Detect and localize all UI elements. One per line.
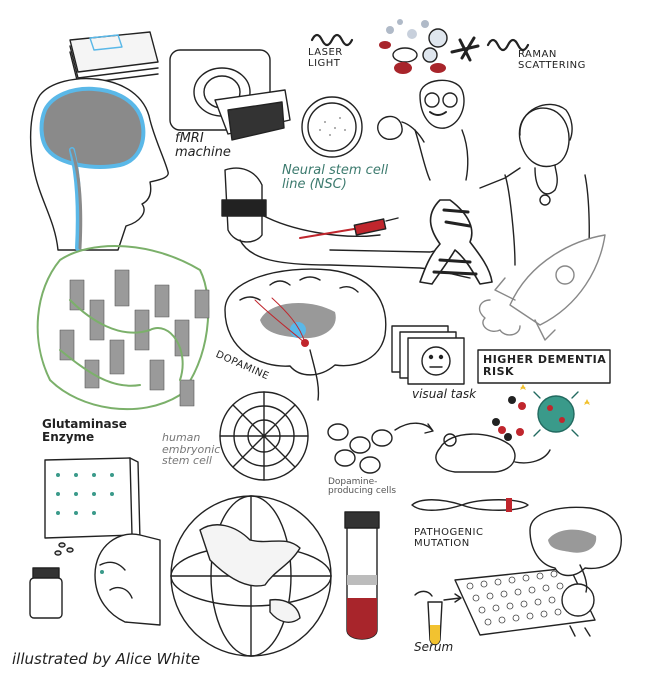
glutaminase-enzyme-label: Glutaminase Enzyme — [42, 417, 127, 444]
head-swab-icon — [94, 533, 161, 626]
globe-icon — [170, 495, 332, 657]
virus-icon — [533, 391, 579, 437]
dopamine-producing-cells-label: Dopamine- producing cells — [328, 477, 397, 497]
scattering-particles-icon — [379, 19, 480, 74]
visual-task-label: visual task — [412, 387, 477, 401]
human-embryonic-stem-cell-label: human embryonic stem cell — [162, 431, 221, 468]
microplate-icon — [454, 567, 596, 637]
pills-icon — [54, 542, 74, 556]
visual-task-cards-icon — [391, 325, 465, 385]
raman-scattering-label: RAMAN SCATTERING — [518, 49, 586, 71]
paper-stack-icon — [69, 31, 159, 85]
laser-wave-icon — [310, 33, 354, 47]
mouse-icon — [435, 433, 551, 473]
rocket-icon — [478, 234, 606, 341]
fmri-machine-icon — [169, 49, 291, 141]
serum-label: Serum — [414, 640, 454, 654]
illustrator-credit: illustrated by Alice White — [12, 650, 201, 668]
pathogenic-mutation-label: PATHOGENIC MUTATION — [414, 527, 484, 549]
brain-sagittal-icon — [224, 268, 387, 401]
blood-tube-icon — [344, 511, 380, 640]
doctor-icon — [479, 103, 590, 266]
blood-draw-arm-icon — [221, 167, 471, 279]
chromosome-icon — [419, 199, 493, 285]
serum-tube-icon — [414, 590, 462, 646]
dementia-risk-box — [477, 349, 611, 384]
dopamine-cells-icon — [327, 422, 434, 474]
scientist-icon — [377, 79, 469, 181]
medicine-bottle-icon — [29, 567, 63, 619]
brain-small-icon — [529, 506, 622, 593]
fmri-machine-label: fMRI machine — [175, 131, 231, 160]
petri-dish-icon — [301, 96, 363, 158]
raman-wave-icon — [486, 38, 530, 52]
higher-dementia-risk-label: HIGHER DEMENTIA RISK — [483, 353, 607, 378]
protein-structure-icon — [36, 245, 210, 411]
neural-stem-cell-line-label: Neural stem cell line (NSC) — [282, 163, 389, 192]
head-profile-icon — [29, 77, 169, 251]
laser-light-label: LASER LIGHT — [308, 47, 343, 69]
cell-plate-grid-icon — [44, 457, 141, 541]
mutation-chromosome-icon — [411, 498, 529, 512]
molecules-icon — [492, 384, 590, 441]
stem-cell-colony-icon — [219, 391, 309, 481]
